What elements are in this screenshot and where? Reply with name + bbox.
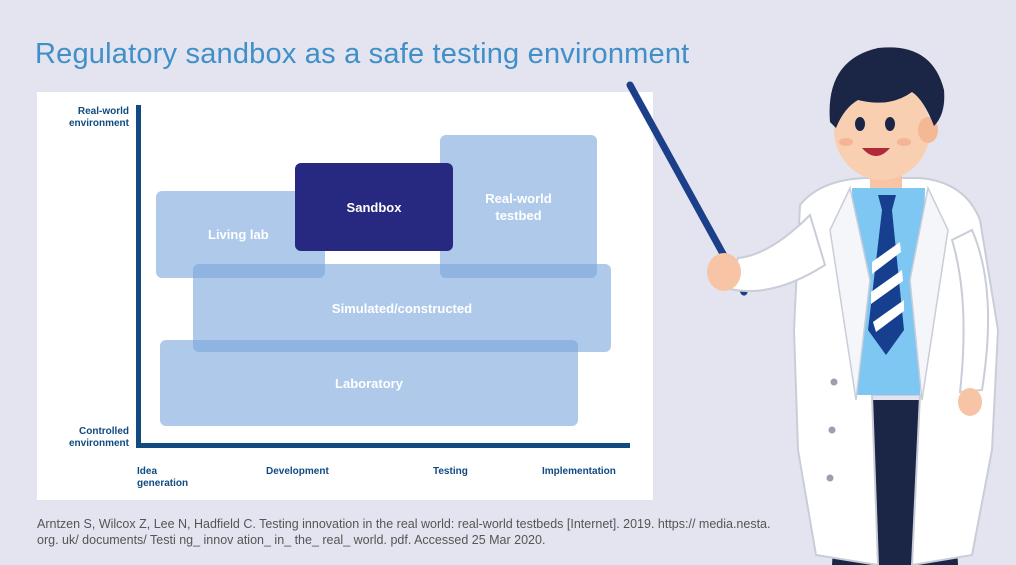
box-real-world-label-line1: Real-world — [485, 191, 552, 206]
x-axis-stage-development: Development — [266, 466, 329, 477]
y-axis-line — [136, 105, 141, 447]
box-sandbox: Sandbox — [295, 163, 453, 251]
slide-title: Regulatory sandbox as a safe testing env… — [35, 38, 690, 70]
y-axis-bottom-label: Controlled environment — [68, 426, 129, 449]
x-axis-stage-testing: Testing — [433, 466, 468, 477]
box-laboratory-label: Laboratory — [335, 375, 403, 391]
box-real-world-label-line2: testbed — [495, 208, 542, 223]
x-axis-stage-idea: Idea generation — [137, 466, 189, 489]
x-axis-line — [136, 443, 630, 448]
sandbox-diagram: Real-world environment Controlled enviro… — [37, 92, 653, 500]
scientist-presenter-icon — [626, 47, 1000, 565]
box-simulated: Simulated/constructed — [193, 264, 611, 352]
box-living-lab-label: Living lab — [208, 227, 269, 242]
x-axis-stage-implementation: Implementation — [542, 466, 616, 477]
box-real-world-testbed: Real-world testbed — [440, 135, 597, 278]
box-simulated-label: Simulated/constructed — [331, 300, 473, 316]
citation-text: Arntzen S, Wilcox Z, Lee N, Hadfield C. … — [37, 517, 771, 547]
y-axis-top-label: Real-world environment — [68, 106, 129, 129]
box-sandbox-label: Sandbox — [346, 199, 402, 215]
box-laboratory: Laboratory — [160, 340, 578, 426]
